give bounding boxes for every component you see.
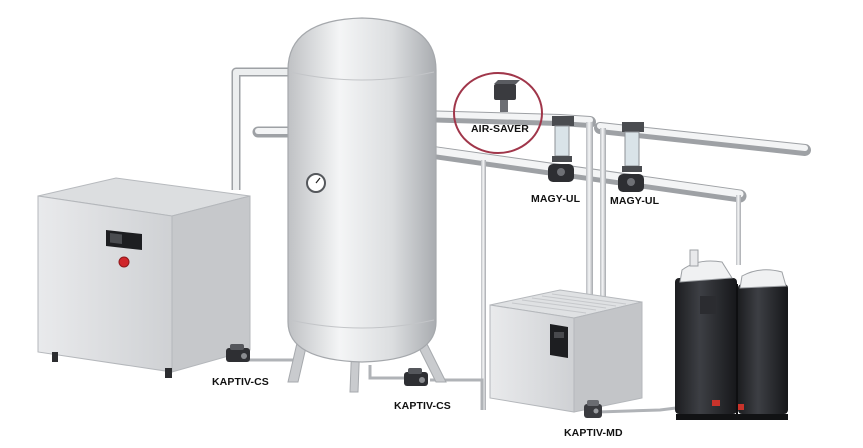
compressor-foot bbox=[165, 368, 172, 378]
compressor-foot bbox=[52, 352, 58, 362]
label-air-saver: AIR-SAVER bbox=[471, 123, 529, 135]
compressor-red-button bbox=[119, 257, 129, 267]
dryer-unit bbox=[490, 290, 642, 412]
label-kaptiv-cs-tank: KAPTIV-CS bbox=[394, 400, 451, 412]
label-kaptiv-md: KAPTIV-MD bbox=[564, 427, 623, 439]
magy-ul-left-device bbox=[548, 116, 574, 182]
compressor-unit bbox=[38, 178, 250, 378]
air-receiver-tank bbox=[288, 18, 446, 392]
pressure-gauge-icon bbox=[307, 174, 325, 192]
label-kaptiv-cs-compressor: KAPTIV-CS bbox=[212, 376, 269, 388]
label-magy-ul-left: MAGY-UL bbox=[531, 193, 581, 205]
oil-water-separator bbox=[675, 250, 788, 420]
kaptiv-cs-tank-device bbox=[404, 368, 428, 386]
label-magy-ul-right: MAGY-UL bbox=[610, 195, 660, 207]
